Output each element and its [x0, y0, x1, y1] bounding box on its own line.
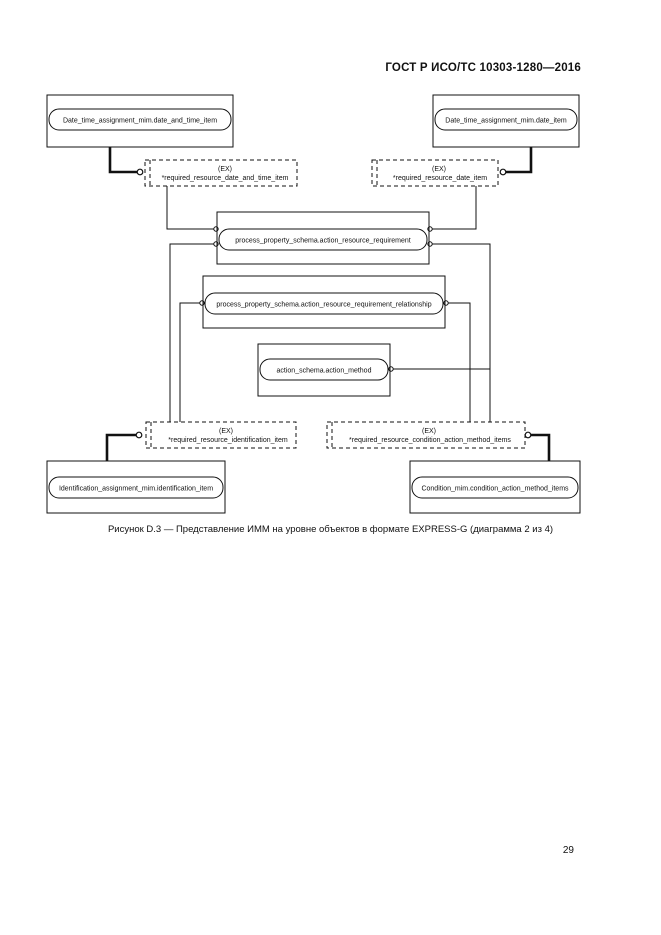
page-header: ГОСТ Р ИСО/ТС 10303-1280—2016 [385, 62, 581, 74]
entity-label: process_property_schema.action_resource_… [235, 238, 411, 245]
relation-end-circle [443, 300, 449, 306]
relation-line [432, 243, 491, 422]
connector-end-circle [499, 168, 507, 176]
thick-connector-top-left [108, 147, 137, 174]
entity-label: Condition_mim.condition_action_method_it… [421, 486, 569, 493]
relation-end-circle [388, 366, 394, 372]
entity-action-resource-requirement: process_property_schema.action_resource_… [216, 211, 430, 265]
ex-name: *required_resource_identification_item [168, 437, 288, 444]
relation-line [448, 302, 471, 422]
entity-label: action_schema.action_method [277, 368, 372, 375]
thick-connector-bottom-right [531, 433, 551, 461]
thick-connector-bottom-left [105, 433, 136, 461]
relation-line [169, 243, 214, 422]
relation-line [179, 302, 200, 422]
relation-line [166, 186, 214, 230]
relation-end-circle [427, 241, 433, 247]
entity-condition-action-method-items: Condition_mim.condition_action_method_it… [409, 460, 581, 514]
relation-end-circle [213, 241, 219, 247]
entity-identification-assignment: Identification_assignment_mim.identifica… [46, 460, 226, 514]
ex-name: *required_resource_date_item [393, 175, 487, 182]
relation-line [432, 186, 477, 230]
ex-tag: (EX) [422, 428, 436, 435]
ex-name: *required_resource_date_and_time_item [162, 175, 289, 182]
relation-end-circle [199, 300, 205, 306]
entity-date-time-assignment-right: Date_time_assignment_mim.date_item [432, 94, 580, 148]
relation-end-circle [213, 226, 219, 232]
relation-end-circle [427, 226, 433, 232]
entity-action-method: action_schema.action_method [257, 343, 391, 397]
ex-required-resource-condition-action-method-items: (EX) *required_resource_condition_action… [326, 421, 526, 449]
entity-label: process_property_schema.action_resource_… [216, 302, 431, 309]
ex-tag: (EX) [219, 428, 233, 435]
ex-required-resource-date-and-time-item: (EX) *required_resource_date_and_time_it… [144, 159, 298, 187]
connector-end-circle [524, 431, 532, 439]
ex-required-resource-date-item: (EX) *required_resource_date_item [371, 159, 499, 187]
entity-label: Identification_assignment_mim.identifica… [59, 486, 213, 493]
ex-tag: (EX) [432, 166, 446, 173]
thick-connector-top-right [506, 147, 533, 174]
entity-label: Date_time_assignment_mim.date_item [445, 118, 567, 125]
ex-required-resource-identification-item: (EX) *required_resource_identification_i… [145, 421, 297, 449]
entity-label: Date_time_assignment_mim.date_and_time_i… [63, 118, 217, 125]
ex-name: *required_resource_condition_action_meth… [349, 437, 511, 444]
connector-end-circle [135, 431, 143, 439]
entity-date-time-assignment-left: Date_time_assignment_mim.date_and_time_i… [46, 94, 234, 148]
figure-caption: Рисунок D.3 — Представление ИММ на уровн… [107, 524, 554, 535]
page-number: 29 [562, 845, 574, 856]
connector-end-circle [136, 168, 144, 176]
ex-tag: (EX) [218, 166, 232, 173]
entity-action-resource-requirement-relationship: process_property_schema.action_resource_… [202, 275, 446, 329]
